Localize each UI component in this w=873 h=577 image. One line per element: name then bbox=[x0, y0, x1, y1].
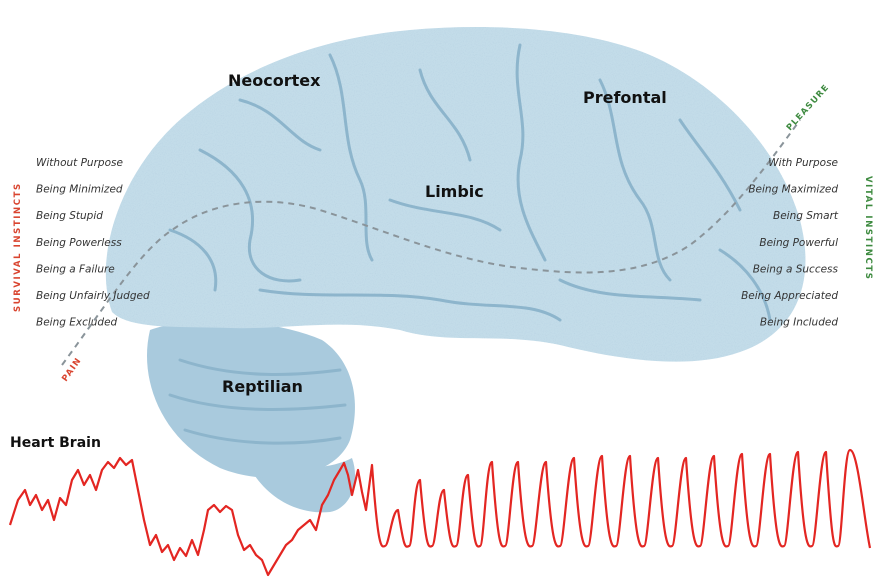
vital-instinct-item: Being Appreciated bbox=[741, 290, 838, 302]
vital-instinct-item: Being a Success bbox=[753, 263, 839, 275]
brain-illustration bbox=[106, 27, 806, 512]
pleasure-label: PLEASURE bbox=[785, 82, 832, 133]
vital-instinct-item: Being Maximized bbox=[748, 184, 838, 196]
pain-label: PAIN bbox=[60, 356, 84, 384]
survival-instinct-item: Being Minimized bbox=[36, 184, 123, 196]
survival-instinct-item: Being a Failure bbox=[36, 263, 115, 275]
vital-instinct-item: Being Included bbox=[760, 317, 838, 329]
reptilian-label: Reptilian bbox=[222, 377, 303, 396]
vital-instinct-item: Being Smart bbox=[773, 210, 839, 222]
heart-brain-label: Heart Brain bbox=[10, 435, 101, 451]
survival-instinct-item: Being Powerless bbox=[36, 237, 122, 249]
survival-instinct-item: Being Excluded bbox=[36, 317, 118, 329]
survival-instincts-title: SURVIVAL INSTINCTS bbox=[13, 182, 23, 312]
vital-instinct-item: With Purpose bbox=[768, 157, 838, 169]
survival-instinct-item: Being Unfairly Judged bbox=[36, 290, 150, 302]
limbic-label: Limbic bbox=[425, 182, 484, 201]
vital-instincts-title: VITAL INSTINCTS bbox=[863, 176, 873, 280]
survival-instinct-item: Being Stupid bbox=[36, 210, 103, 222]
heart-rhythm-wave bbox=[10, 450, 870, 575]
prefontal-label: Prefontal bbox=[583, 88, 667, 107]
survival-instinct-item: Without Purpose bbox=[36, 157, 123, 169]
vital-instinct-item: Being Powerful bbox=[759, 237, 838, 249]
cerebellum bbox=[147, 321, 355, 478]
neocortex-label: Neocortex bbox=[228, 71, 321, 90]
